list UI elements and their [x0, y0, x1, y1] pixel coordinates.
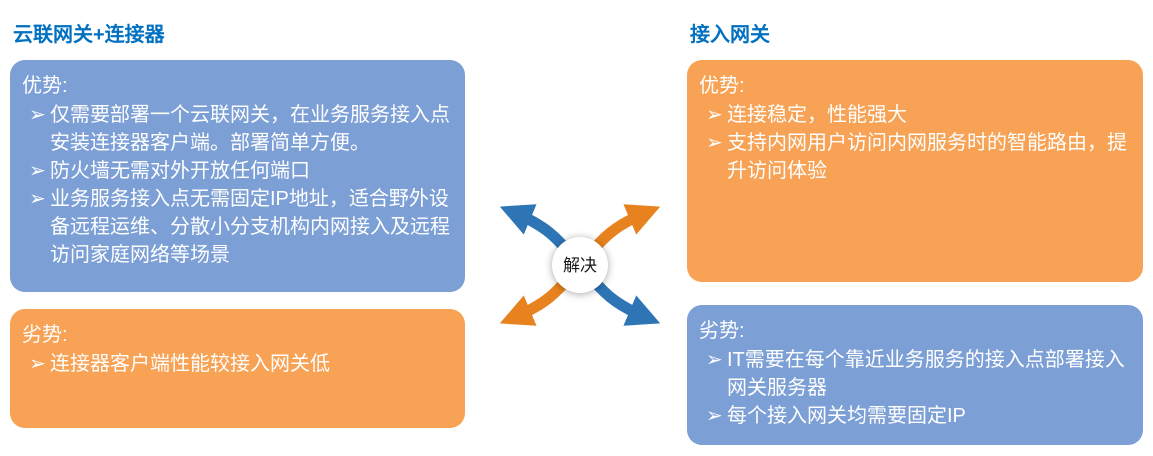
- left-advantages-box: 优势: ➢ 仅需要部署一个云联网关，在业务服务接入点安装连接器客户端。部署简单方…: [10, 60, 465, 292]
- list-item: ➢ 防火墙无需对外开放任何端口: [22, 157, 451, 185]
- disadvantages-heading: 劣势:: [22, 324, 68, 346]
- list-item: ➢ 支持内网用户访问内网服务时的智能路由，提升访问体验: [699, 129, 1129, 185]
- arrowhead-bullet-icon: ➢: [706, 349, 723, 371]
- advantages-heading: 优势:: [22, 75, 68, 97]
- list-item-text: 仅需要部署一个云联网关，在业务服务接入点安装连接器客户端。部署简单方便。: [50, 104, 450, 154]
- list-item: ➢ IT需要在每个靠近业务服务的接入点部署接入网关服务器: [699, 346, 1129, 402]
- solution-label: 解决: [563, 256, 597, 275]
- list-item-text: 防火墙无需对外开放任何端口: [50, 160, 310, 182]
- list-item-text: 连接稳定，性能强大: [727, 104, 907, 126]
- arrowhead-bullet-icon: ➢: [29, 160, 46, 182]
- list-item: ➢ 每个接入网关均需要固定IP: [699, 402, 1129, 430]
- list-item-text: IT需要在每个靠近业务服务的接入点部署接入网关服务器: [727, 349, 1125, 399]
- list-item-text: 支持内网用户访问内网服务时的智能路由，提升访问体验: [727, 132, 1127, 182]
- arrowhead-bullet-icon: ➢: [29, 188, 46, 210]
- solution-circle: [552, 237, 608, 293]
- arrowhead-bullet-icon: ➢: [29, 104, 46, 126]
- left-column-title: 云联网关+连接器: [13, 24, 165, 46]
- list-item: ➢ 仅需要部署一个云联网关，在业务服务接入点安装连接器客户端。部署简单方便。: [22, 101, 451, 157]
- disadvantages-heading: 劣势:: [699, 320, 745, 342]
- list-item: ➢ 连接稳定，性能强大: [699, 101, 1129, 129]
- list-item-text: 连接器客户端性能较接入网关低: [50, 353, 330, 375]
- arrowhead-bullet-icon: ➢: [706, 104, 723, 126]
- list-item: ➢ 业务服务接入点无需固定IP地址，适合野外设备远程运维、分散小分支机构内网接入…: [22, 185, 451, 269]
- list-item: ➢ 连接器客户端性能较接入网关低: [22, 350, 451, 378]
- arrowhead-bullet-icon: ➢: [706, 405, 723, 427]
- arrowhead-bullet-icon: ➢: [29, 353, 46, 375]
- right-disadvantages-box: 劣势: ➢ IT需要在每个靠近业务服务的接入点部署接入网关服务器 ➢ 每个接入网…: [687, 305, 1143, 445]
- advantages-heading: 优势:: [699, 75, 745, 97]
- swap-arrows-graphic: 解决: [499, 204, 661, 326]
- arrowhead-bullet-icon: ➢: [706, 132, 723, 154]
- list-item-text: 每个接入网关均需要固定IP: [727, 405, 966, 427]
- right-column-title: 接入网关: [690, 24, 770, 46]
- left-disadvantages-box: 劣势: ➢ 连接器客户端性能较接入网关低: [10, 309, 465, 428]
- list-item-text: 业务服务接入点无需固定IP地址，适合野外设备远程运维、分散小分支机构内网接入及远…: [50, 188, 450, 266]
- right-advantages-box: 优势: ➢ 连接稳定，性能强大 ➢ 支持内网用户访问内网服务时的智能路由，提升访…: [687, 60, 1143, 282]
